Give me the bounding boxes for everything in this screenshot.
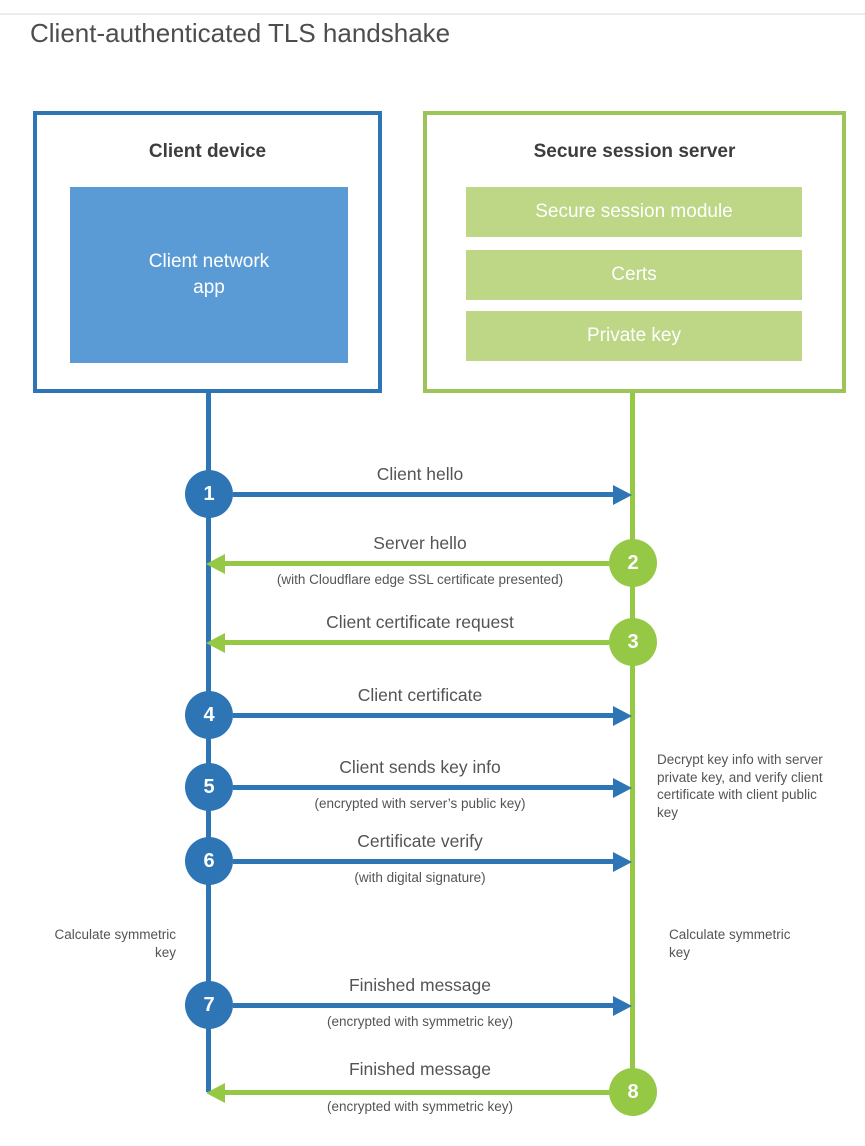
- step-3-badge: 3: [609, 618, 657, 666]
- step-8-number: 8: [627, 1080, 639, 1103]
- top-divider-line: [0, 13, 865, 15]
- step-7-arrow-right-icon: [233, 1003, 613, 1008]
- step-3-number: 3: [627, 630, 639, 653]
- step-8-arrow-left-icon: [225, 1090, 609, 1095]
- step-6-badge: 6: [185, 837, 233, 885]
- step-8-badge: 8: [609, 1068, 657, 1116]
- step-4-number: 4: [203, 703, 215, 726]
- client-device-title: Client device: [148, 141, 267, 162]
- step-3-arrow-left-icon: [225, 640, 609, 645]
- server-module-certs: Certs: [466, 250, 802, 300]
- step-7-sublabel: (encrypted with symmetric key): [326, 1014, 514, 1029]
- step-5-arrow-right-icon: [233, 785, 613, 790]
- step-5-sublabel: (encrypted with server’s public key): [314, 796, 526, 811]
- step-5-label: Client sends key info: [339, 757, 501, 777]
- step-6-sublabel: (with digital signature): [354, 870, 486, 885]
- page-title: Client-authenticated TLS handshake: [30, 18, 451, 48]
- step-7-badge: 7: [185, 981, 233, 1029]
- server-module-secure-session: Secure session module: [466, 187, 802, 237]
- step-2-arrow-left-icon: [225, 561, 609, 566]
- step-2-number: 2: [627, 551, 639, 574]
- step-2-sublabel: (with Cloudflare edge SSL certificate pr…: [276, 572, 564, 587]
- secure-session-server-box: Secure session server Secure session mod…: [423, 111, 846, 393]
- client-network-app-box: Client network app: [70, 187, 348, 363]
- server-title: Secure session server: [533, 141, 736, 162]
- client-lifeline: [206, 391, 211, 1092]
- step-6-label: Certificate verify: [357, 831, 483, 851]
- step-5-badge: 5: [185, 763, 233, 811]
- step-4-arrow-right-icon: [233, 713, 613, 718]
- step-7-number: 7: [203, 993, 215, 1016]
- step-1-badge: 1: [185, 470, 233, 518]
- client-network-app-label: Client network app: [148, 251, 270, 298]
- step-1-label: Client hello: [376, 464, 464, 484]
- step-8-sublabel: (encrypted with symmetric key): [326, 1099, 514, 1114]
- step-7-label: Finished message: [348, 975, 492, 995]
- step-6-arrow-right-icon: [233, 859, 613, 864]
- step-3-label: Client certificate request: [326, 612, 514, 632]
- note-decrypt-key-info: Decrypt key info with server private key…: [657, 752, 823, 820]
- step-5-number: 5: [203, 775, 215, 798]
- step-6-number: 6: [203, 849, 215, 872]
- step-4-badge: 4: [185, 691, 233, 739]
- step-2-badge: 2: [609, 539, 657, 587]
- step-2-label: Server hello: [373, 533, 467, 553]
- step-1-arrow-right-icon: [233, 492, 613, 497]
- step-1-number: 1: [203, 482, 215, 505]
- step-4-label: Client certificate: [357, 685, 483, 705]
- client-device-box: Client device Client network app: [33, 111, 382, 393]
- server-lifeline: [630, 391, 635, 1092]
- server-module-private-key: Private key: [466, 311, 802, 361]
- step-8-label: Finished message: [348, 1059, 492, 1079]
- note-calculate-symmetric-key-client: Calculate symmetric key: [54, 927, 176, 960]
- note-calculate-symmetric-key-server: Calculate symmetric key: [669, 927, 791, 960]
